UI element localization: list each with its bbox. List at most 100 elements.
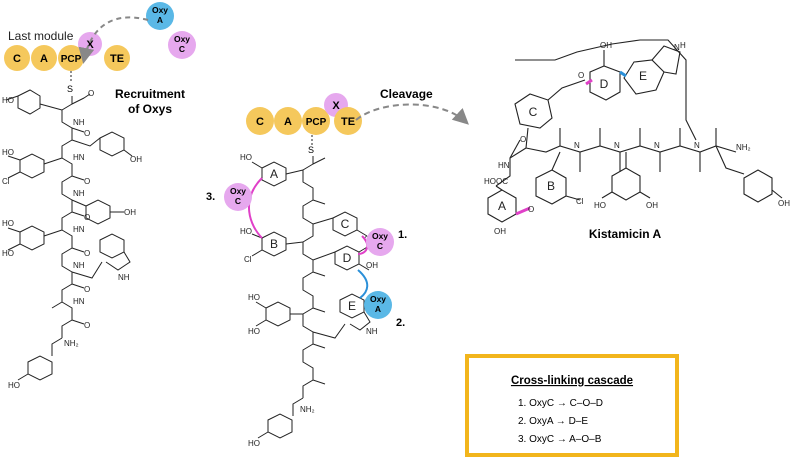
step3-label: 3.	[206, 191, 215, 203]
oxy-c-step3-text-2: C	[235, 196, 241, 206]
atom-oh: OH	[494, 227, 506, 236]
atom-ho: HO	[2, 96, 14, 105]
crosslink-d-e-arc	[357, 269, 369, 299]
atom-oh: OH	[646, 201, 658, 210]
atom-nh2: NH₂	[300, 405, 315, 414]
recruitment-label-2: of Oxys	[128, 102, 172, 116]
domain-a-circle	[31, 45, 57, 71]
atom-nh: NH	[118, 273, 130, 282]
atom-nh: NH	[366, 327, 378, 336]
atom-o: O	[84, 129, 90, 138]
domain-te-circle	[334, 107, 362, 135]
atom-nh2: NH₂	[736, 143, 751, 152]
cascade-title: Cross-linking cascade	[511, 375, 633, 387]
domain-x-label: X	[332, 100, 340, 112]
atom-nh: NH	[73, 189, 85, 198]
left-module: C A PCP X TE	[4, 32, 130, 71]
oxy-a-step2-bubble	[364, 291, 392, 319]
atom-hooc: HOOC	[484, 177, 508, 186]
atom-oh: OH	[130, 155, 142, 164]
atom-ho: HO	[8, 381, 20, 390]
atom-o: O	[84, 213, 90, 222]
atom-n: N	[694, 141, 700, 150]
product-label: Kistamicin A	[589, 227, 662, 241]
oxy-c-text-1: Oxy	[174, 34, 190, 44]
s-atom: S	[67, 84, 73, 94]
domain-a-label: A	[40, 53, 48, 65]
atom-o: O	[528, 205, 534, 214]
left-panel: Last module C A PCP X TE Oxy A Oxy C S R…	[2, 2, 196, 390]
ring-d-label: D	[600, 77, 609, 91]
ring-e-label: E	[639, 69, 647, 83]
oxy-c-bubble	[168, 31, 196, 59]
domain-te-label: TE	[110, 53, 124, 65]
atom-cl: Cl	[576, 197, 584, 206]
atom-o: O	[84, 321, 90, 330]
linear-peptide-structure	[5, 89, 133, 381]
atom-cl: Cl	[244, 255, 252, 264]
atom-oh: OH	[778, 199, 790, 208]
atom-o: O	[578, 71, 584, 80]
oxy-c-step1-text-2: C	[377, 241, 383, 251]
atom-n: N	[614, 141, 620, 150]
cleavage-label: Cleavage	[380, 87, 433, 101]
crosslink-a-b-arc	[247, 177, 263, 239]
kistamicin-ring-letters: C D E A B	[498, 69, 647, 213]
oxy-a-text-2: A	[157, 15, 163, 25]
atom-o: O	[84, 249, 90, 258]
last-module-label: Last module	[8, 29, 74, 43]
step2-label: 2.	[396, 317, 405, 329]
atom-ho: HO	[2, 219, 14, 228]
atom-hn: HN	[498, 161, 510, 170]
domain-c-circle	[246, 107, 274, 135]
atom-oh: OH	[600, 41, 612, 50]
domain-pcp-label: PCP	[306, 117, 327, 128]
middle-module: C A PCP X TE	[246, 93, 362, 135]
domain-pcp-label: PCP	[61, 54, 82, 65]
atom-ho: HO	[248, 327, 260, 336]
ring-a-label: A	[270, 167, 278, 181]
oxy-c-step3-text-1: Oxy	[230, 186, 246, 196]
domain-pcp-circle	[302, 107, 330, 135]
ring-d-label: D	[343, 251, 352, 265]
right-panel: C D E A B O OH N H HN HOOC O N N N N NH₂…	[484, 39, 790, 241]
domain-te-label: TE	[341, 116, 355, 128]
atom-ho: HO	[240, 227, 252, 236]
atom-ho: HO	[240, 153, 252, 162]
middle-peptide-atoms: HO HO Cl OH OH HO HO NH NH₂ HO	[240, 153, 378, 448]
kistamicin-structure	[487, 39, 783, 223]
kistamicin-atoms: O OH N H HN HOOC O N N N N NH₂ Cl O OH H…	[484, 41, 790, 236]
s-atom: S	[308, 145, 314, 155]
domain-c-label: C	[256, 116, 264, 128]
domain-te-circle	[104, 45, 130, 71]
cleavage-arrow	[355, 103, 469, 125]
ring-a-label: A	[498, 199, 506, 213]
atom-ho: HO	[594, 201, 606, 210]
domain-a-label: A	[284, 116, 292, 128]
atom-ho: HO	[248, 293, 260, 302]
atom-oh: OH	[366, 261, 378, 270]
domain-x-label: X	[86, 39, 94, 51]
atom-n: N	[574, 141, 580, 150]
oxy-a-bubble	[146, 2, 174, 30]
kist-a-o-b-link	[515, 206, 531, 216]
oxy-a-step2-text-2: A	[375, 304, 381, 314]
kist-c-o-d-link	[585, 78, 593, 86]
atom-o: O	[88, 89, 94, 98]
cascade-step-3: 3. OxyC → A–O–B	[518, 434, 602, 445]
ring-c-label: C	[529, 105, 538, 119]
atom-oh: OH	[124, 208, 136, 217]
atom-nh: NH	[73, 118, 85, 127]
linear-peptide-atoms: HO O NH O OH HO Cl HN O NH OH O HN HO HO…	[2, 89, 142, 390]
cascade-box-border	[465, 354, 679, 457]
domain-pcp-circle	[58, 45, 84, 71]
atom-ho: HO	[2, 148, 14, 157]
atom-nh2: NH₂	[64, 339, 79, 348]
middle-panel: C A PCP X TE S Cleavage	[206, 87, 469, 448]
atom-hn: HN	[73, 297, 85, 306]
atom-n: N	[654, 141, 660, 150]
atom-ho: HO	[2, 249, 14, 258]
atom-n: N	[674, 43, 680, 52]
atom-hn: HN	[73, 153, 85, 162]
